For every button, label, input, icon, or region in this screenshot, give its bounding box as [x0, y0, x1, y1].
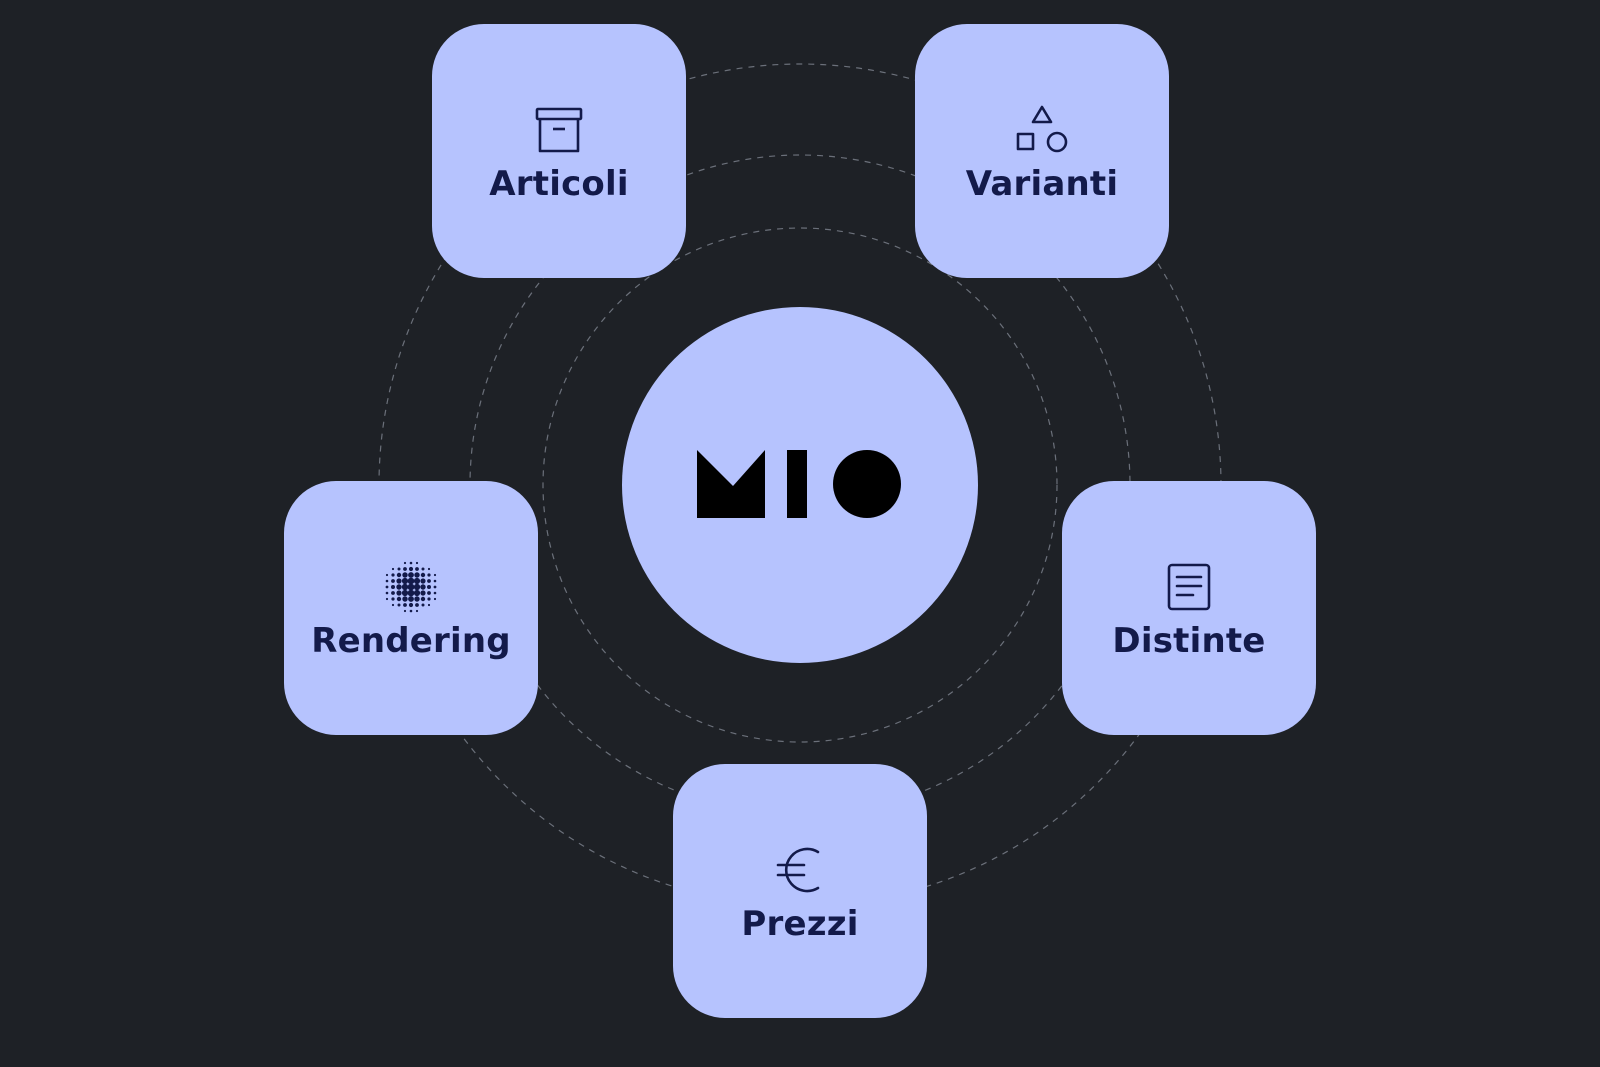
dot-sphere-icon	[383, 559, 439, 615]
euro-icon	[772, 842, 828, 898]
node-label: Articoli	[489, 164, 629, 204]
node-articoli[interactable]: Articoli	[432, 24, 686, 278]
node-label: Rendering	[311, 621, 511, 661]
node-label: Varianti	[965, 164, 1119, 204]
node-distinte[interactable]: Distinte	[1062, 481, 1316, 735]
node-rendering[interactable]: Rendering	[284, 481, 538, 735]
node-prezzi[interactable]: Prezzi	[673, 764, 927, 1018]
document-list-icon	[1161, 559, 1217, 615]
node-label: Prezzi	[741, 904, 859, 944]
archive-box-icon	[531, 102, 587, 158]
shapes-icon	[1014, 102, 1070, 158]
orbit-ring-inner	[542, 227, 1058, 743]
node-varianti[interactable]: Varianti	[915, 24, 1169, 278]
mio-logo	[697, 450, 901, 518]
mio-hub	[622, 307, 978, 663]
node-label: Distinte	[1112, 621, 1266, 661]
